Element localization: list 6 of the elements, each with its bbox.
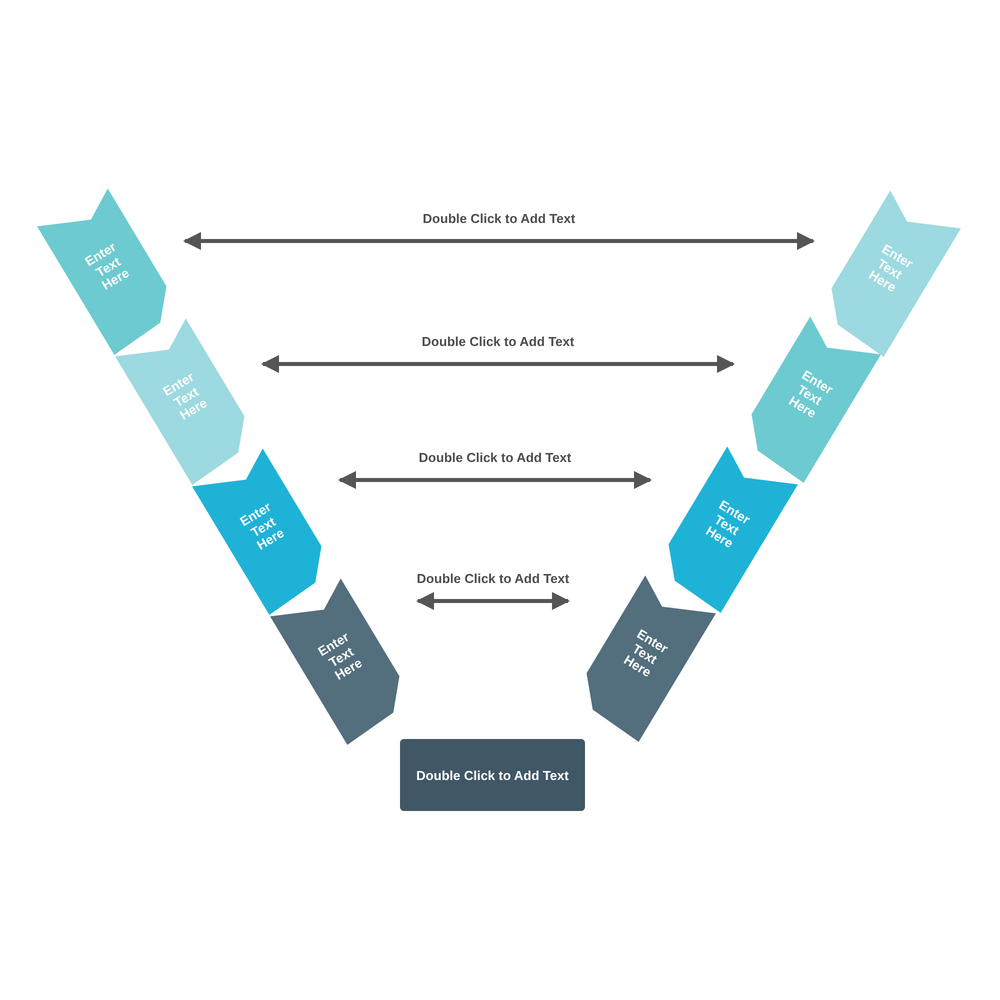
double-arrow <box>183 232 815 250</box>
box-text: Double Click to Add Text <box>416 768 569 782</box>
double-arrow <box>261 355 735 373</box>
double-arrow <box>338 471 652 489</box>
text-box <box>400 739 585 811</box>
double-arrow <box>416 592 570 610</box>
